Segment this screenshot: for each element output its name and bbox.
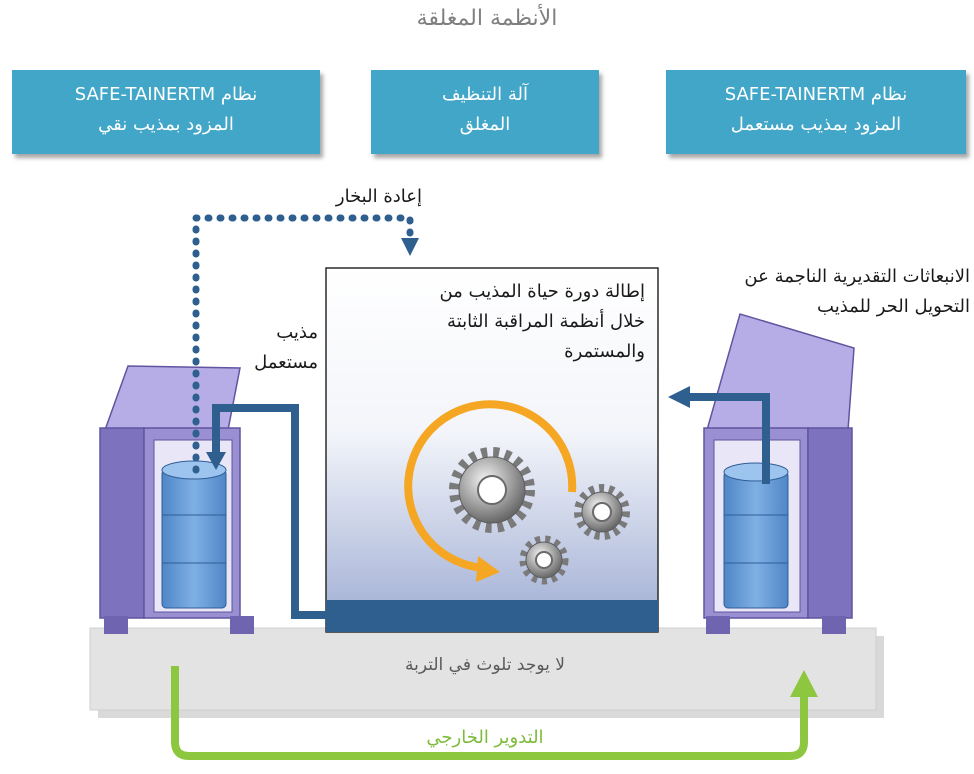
- solvent-drum-icon: [723, 462, 789, 609]
- box-closed-cleaning-machine: آلة التنظيف المغلق: [371, 70, 599, 154]
- label-line: مستعمل: [254, 352, 318, 373]
- emissions-label: الانبعاثات التقديرية الناجمة عن التحويل …: [660, 262, 970, 322]
- box-line: المزود بمذيب نقي: [98, 114, 234, 135]
- vapor-return-label: إعادة البخار: [335, 186, 422, 207]
- label-line: خلال أنظمة المراقبة الثابتة: [447, 311, 645, 332]
- diagram-title: الأنظمة المغلقة: [416, 6, 558, 31]
- box-line: المزود بمذيب مستعمل: [730, 114, 902, 135]
- box-pure-solvent-system: نظام SAFE-TAINERTM المزود بمذيب نقي: [12, 70, 320, 154]
- label-line: إطالة دورة حياة المذيب من: [439, 281, 645, 302]
- box-line: المغلق: [459, 114, 511, 135]
- solvent-drum-icon: [161, 460, 227, 609]
- used-solvent-pipe: [206, 404, 345, 619]
- gear-icon: [449, 447, 535, 533]
- label-line: والمستمرة: [564, 341, 645, 362]
- label-line: الانبعاثات التقديرية الناجمة عن: [744, 266, 970, 287]
- emission-pipe: [668, 386, 770, 484]
- box-line: آلة التنظيف: [441, 84, 529, 105]
- box-line: نظام SAFE-TAINERTM: [74, 84, 258, 105]
- box-line: نظام SAFE-TAINERTM: [724, 84, 908, 105]
- ground-platform: [89, 627, 884, 718]
- gear-icon: [519, 535, 569, 585]
- label-line: مذيب: [276, 322, 318, 343]
- used-solvent-label: مذيب مستعمل: [228, 318, 318, 378]
- right-cabinet: [703, 313, 855, 634]
- vapor-return-path: [192, 214, 419, 474]
- no-soil-contamination-label: لا يوجد تلوث في التربة: [405, 655, 565, 675]
- cycle-arrow-icon: [404, 400, 577, 582]
- label-line: التحويل الحر للمذيب: [817, 296, 970, 317]
- external-recycling-label: التدوير الخارجي: [426, 727, 544, 748]
- gear-icon: [574, 484, 630, 540]
- external-recycling-arrow: [171, 666, 818, 760]
- solvent-life-label: إطالة دورة حياة المذيب من خلال أنظمة الم…: [335, 277, 645, 367]
- box-used-solvent-system: نظام SAFE-TAINERTM المزود بمذيب مستعمل: [666, 70, 966, 154]
